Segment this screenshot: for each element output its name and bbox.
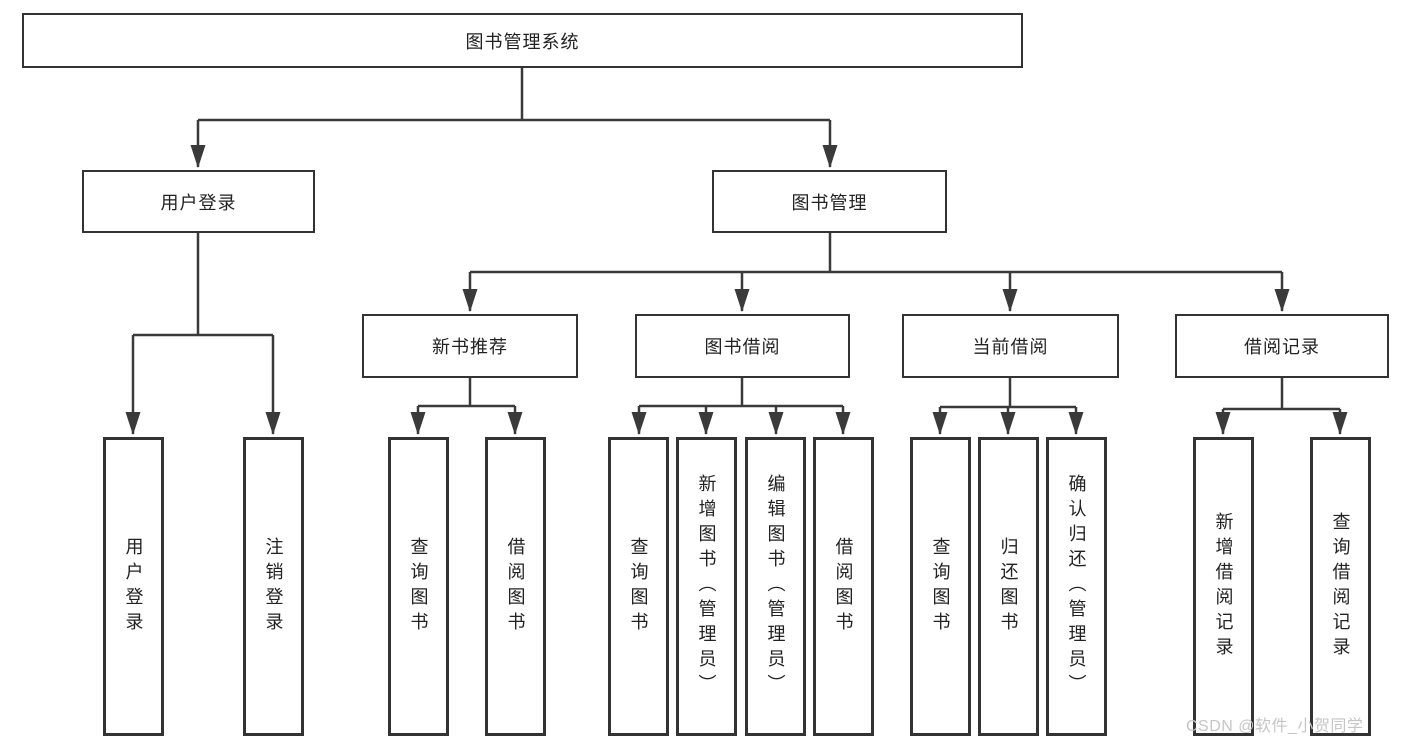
node-user-login: 用户登录	[82, 170, 315, 233]
leaf-label: 用户登录	[123, 536, 144, 637]
leaf-query-books: 查询图书	[608, 437, 669, 736]
leaf-borrow-books: 借阅图书	[485, 437, 546, 736]
leaf-logout: 注销登录	[243, 437, 304, 736]
leaf-label: 归还图书	[998, 536, 1019, 637]
leaf-add-borrow-record: 新增借阅记录	[1193, 437, 1254, 736]
leaf-label: 确认归还（管理员）	[1066, 474, 1087, 699]
leaf-user-login: 用户登录	[103, 437, 164, 736]
node-label: 当前借阅	[972, 337, 1049, 357]
node-new-book-recommend: 新书推荐	[362, 314, 578, 378]
node-label: 图书管理系统	[465, 31, 580, 52]
leaf-confirm-return-admin: 确认归还（管理员）	[1046, 437, 1107, 736]
leaf-label: 查询借阅记录	[1330, 511, 1351, 662]
leaf-add-book-admin: 新增图书（管理员）	[676, 437, 737, 736]
leaf-query-books: 查询图书	[910, 437, 971, 736]
node-library-management-system: 图书管理系统	[22, 13, 1023, 68]
leaf-label: 借阅图书	[505, 536, 526, 637]
leaf-label: 编辑图书（管理员）	[765, 474, 786, 699]
node-label: 借阅记录	[1244, 337, 1320, 357]
node-label: 用户登录	[160, 192, 237, 213]
node-book-management: 图书管理	[712, 170, 947, 233]
leaf-label: 新增借阅记录	[1213, 511, 1234, 662]
leaf-label: 查询图书	[628, 536, 649, 637]
leaf-label: 查询图书	[930, 536, 951, 637]
leaf-query-borrow-record: 查询借阅记录	[1310, 437, 1371, 736]
leaf-label: 新增图书（管理员）	[696, 474, 717, 699]
csdn-watermark: CSDN @软件_小贺同学	[1186, 718, 1364, 735]
node-borrow-records: 借阅记录	[1175, 314, 1389, 378]
leaf-label: 借阅图书	[833, 536, 854, 637]
node-label: 新书推荐	[432, 337, 508, 357]
leaf-borrow-books: 借阅图书	[813, 437, 874, 736]
leaf-edit-book-admin: 编辑图书（管理员）	[745, 437, 806, 736]
leaf-label: 注销登录	[263, 536, 284, 637]
leaf-return-books: 归还图书	[978, 437, 1039, 736]
leaf-label: 查询图书	[408, 536, 429, 637]
node-book-borrow: 图书借阅	[635, 314, 850, 378]
node-current-borrow: 当前借阅	[902, 314, 1119, 378]
node-label: 图书管理	[791, 192, 868, 213]
node-label: 图书借阅	[704, 337, 781, 357]
leaf-query-books: 查询图书	[388, 437, 449, 736]
